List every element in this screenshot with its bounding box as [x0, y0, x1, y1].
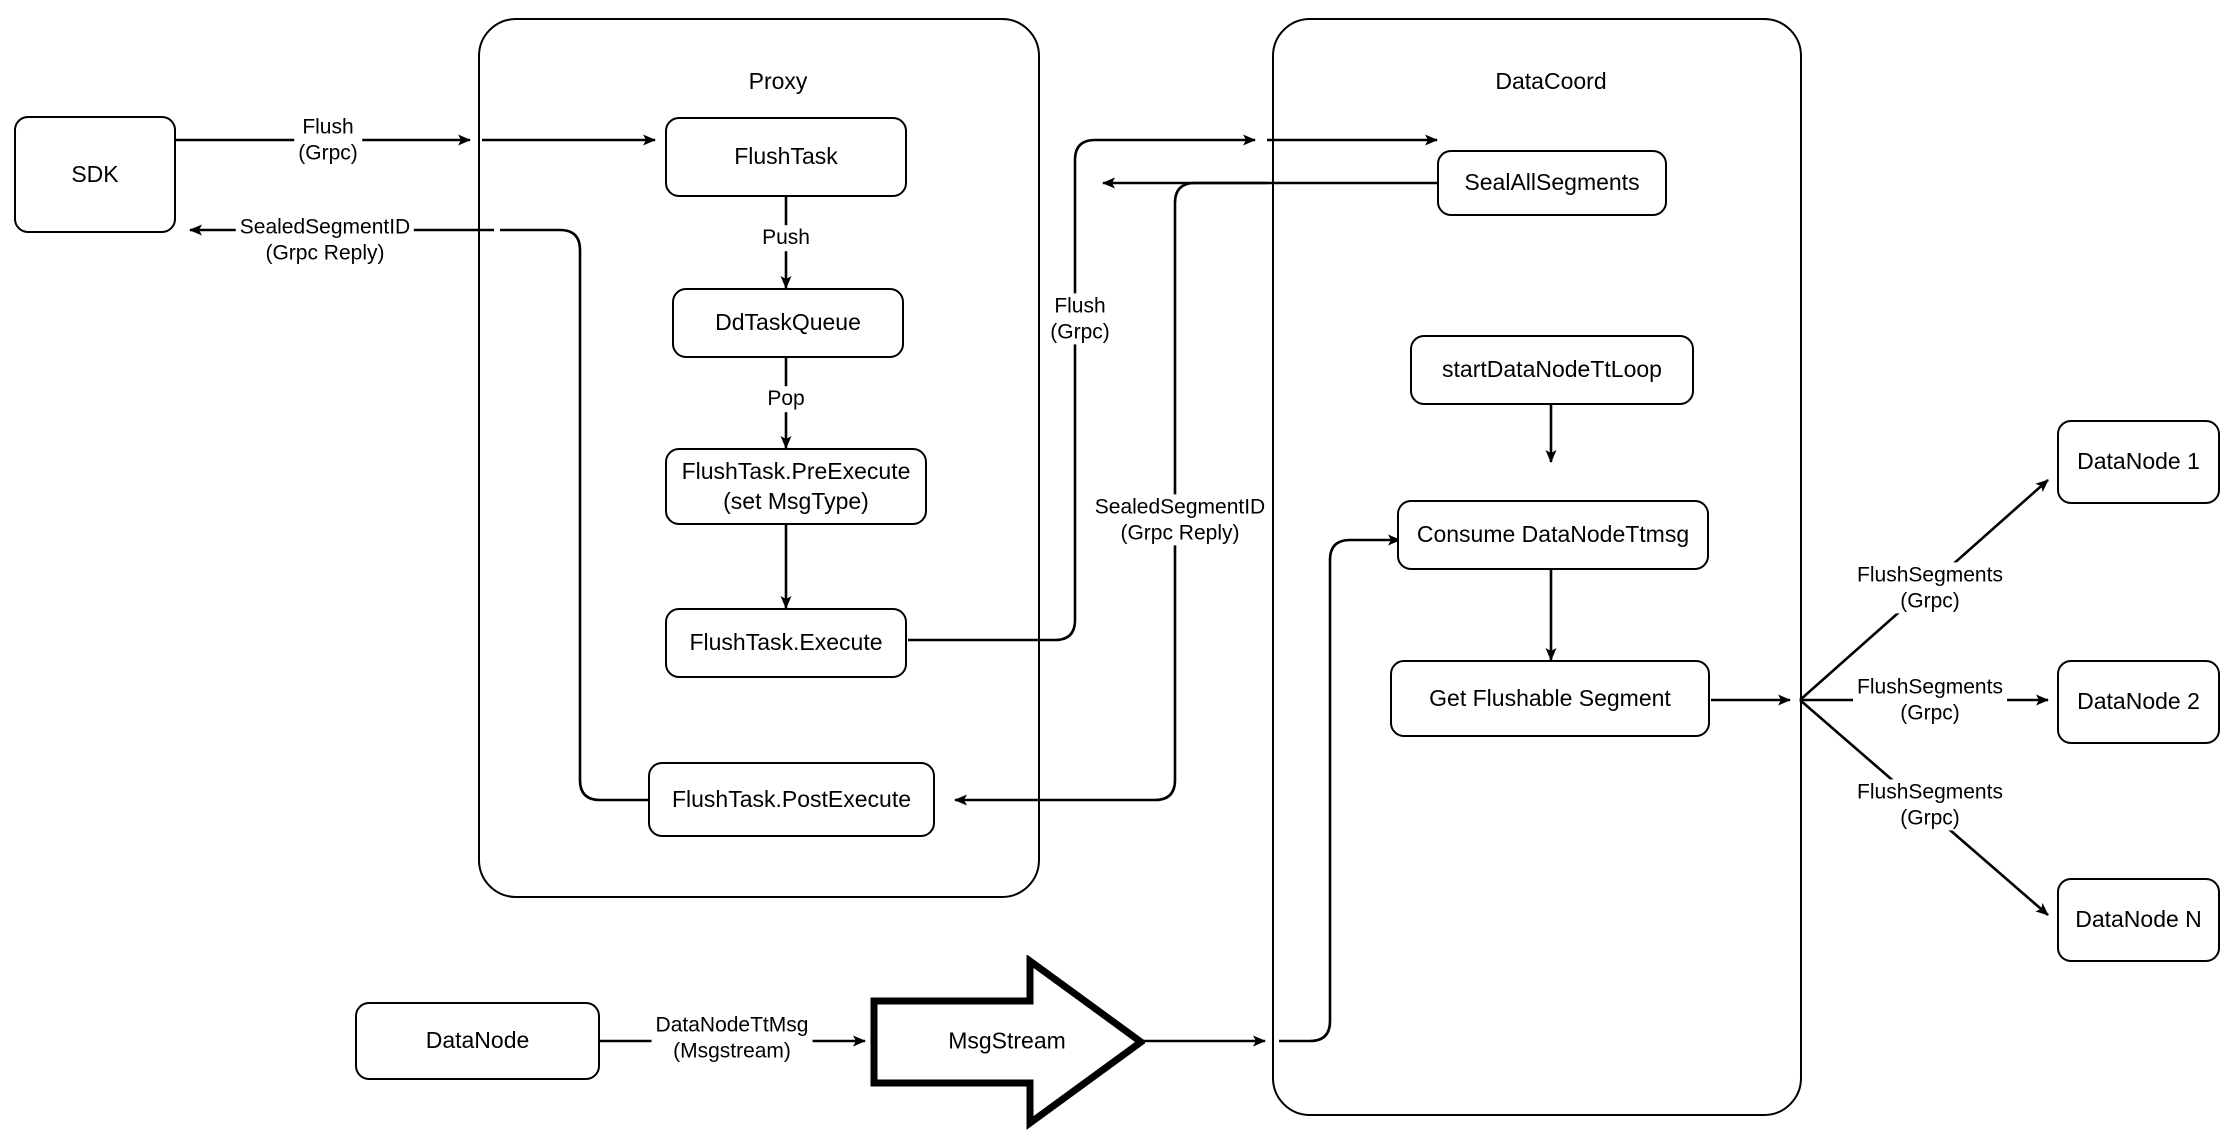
edge-label-pop: Pop: [763, 386, 809, 412]
proxy-container-title: Proxy: [748, 68, 808, 94]
msgstream-label: MsgStream: [948, 1027, 1066, 1054]
datacoord-container-title: DataCoord: [1495, 68, 1607, 94]
node-startdatanodettloop[interactable]: startDataNodeTtLoop: [1410, 335, 1694, 405]
edge-label-datanode-to-msgstream: DataNodeTtMsg (Msgstream): [651, 1012, 813, 1064]
node-sealallsegments[interactable]: SealAllSegments: [1437, 150, 1667, 216]
node-datanode-bottom[interactable]: DataNode: [355, 1002, 600, 1080]
edge-label-flush-to-datanoden: FlushSegments (Grpc): [1853, 779, 2007, 831]
node-flushtask-preexecute[interactable]: FlushTask.PreExecute (set MsgType): [665, 448, 927, 525]
node-ddtaskqueue[interactable]: DdTaskQueue: [672, 288, 904, 358]
node-datanode-n[interactable]: DataNode N: [2057, 878, 2220, 962]
node-sdk[interactable]: SDK: [14, 116, 176, 233]
node-flushtask-execute[interactable]: FlushTask.Execute: [665, 608, 907, 678]
node-msgstream[interactable]: [870, 954, 1147, 1135]
edge-label-flush-to-datanode1: FlushSegments (Grpc): [1853, 562, 2007, 614]
node-flushtask-postexecute[interactable]: FlushTask.PostExecute: [648, 762, 935, 837]
edge-label-datacoord-to-proxy: SealedSegmentID (Grpc Reply): [1090, 494, 1270, 546]
node-datanode-2[interactable]: DataNode 2: [2057, 660, 2220, 744]
edge-label-flush-to-datanode2: FlushSegments (Grpc): [1853, 674, 2007, 726]
node-flushtask[interactable]: FlushTask: [665, 117, 907, 197]
node-get-flushable-segment[interactable]: Get Flushable Segment: [1390, 660, 1710, 737]
edge-label-sdk-to-proxy: Flush (Grpc): [294, 114, 362, 166]
node-datanode-1[interactable]: DataNode 1: [2057, 420, 2220, 504]
edge-label-proxy-to-sdk: SealedSegmentID (Grpc Reply): [235, 214, 415, 266]
node-consume-datanodettmsg[interactable]: Consume DataNodeTtmsg: [1397, 500, 1709, 570]
edge-label-proxy-to-datacoord: Flush (Grpc): [1046, 293, 1114, 345]
edge-label-push: Push: [758, 225, 814, 251]
